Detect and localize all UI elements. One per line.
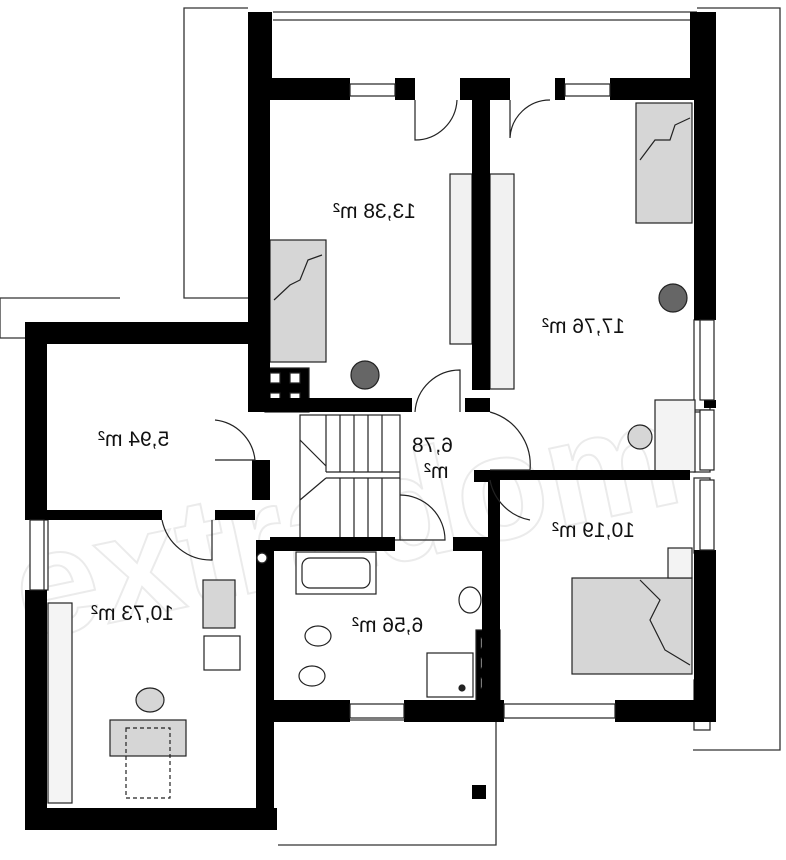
- wardrobe-left: [449, 173, 473, 345]
- bookshelf: [47, 602, 73, 804]
- furniture: [47, 102, 696, 804]
- desk-right: [654, 399, 696, 473]
- staircase: [299, 414, 401, 541]
- area-label-hall: 6,78: [412, 434, 453, 457]
- office-desk: [109, 719, 187, 757]
- room-labels: 13,38 m² 17,76 m² 6,78 m² 5,94 m² 10,73 …: [91, 200, 635, 637]
- area-label-bedroom-top-right: 17,76 m²: [542, 315, 625, 338]
- plant-icon: [658, 283, 688, 313]
- office-chair: [202, 579, 236, 629]
- area-label-storage: 5,94 m²: [98, 428, 169, 451]
- windows: [29, 83, 715, 719]
- area-label-bathroom: 6,56 m²: [352, 614, 423, 637]
- bed-top-left: [269, 239, 327, 363]
- stool-icon: [627, 424, 653, 450]
- shower: [426, 652, 474, 698]
- walls: [25, 12, 716, 830]
- area-label-hall-unit: m²: [424, 460, 449, 483]
- area-label-bedroom-bottom-right: 10,19 m²: [552, 519, 635, 542]
- doors: [161, 99, 551, 564]
- bed-bottom-right: [571, 577, 693, 675]
- area-label-bedroom-top-left: 13,38 m²: [333, 200, 416, 223]
- area-label-office: 10,73 m²: [91, 602, 174, 625]
- sink: [458, 586, 482, 614]
- bidet: [298, 665, 326, 687]
- plant-icon: [350, 360, 380, 390]
- toilet: [304, 625, 332, 647]
- wardrobe-right: [489, 173, 515, 390]
- bed-top-right: [635, 102, 693, 224]
